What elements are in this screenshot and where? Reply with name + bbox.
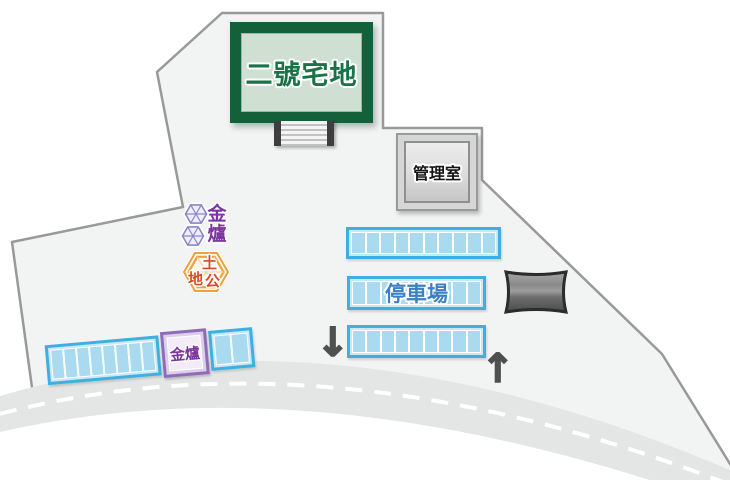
plot-building-label: 二號宅地 (245, 60, 358, 91)
parking-row (346, 227, 501, 259)
parking-stall (409, 330, 424, 353)
parking-row (347, 276, 486, 310)
parking-stall (423, 330, 438, 353)
parking-stall (423, 232, 438, 254)
parking-stall (351, 232, 366, 254)
stairs-rail-right (327, 121, 334, 146)
incinerator-char-1: 金 (207, 203, 227, 225)
parking-stall (437, 330, 453, 353)
incinerator-marker-label: 金 爐 (205, 204, 229, 244)
parking-stall (140, 340, 157, 372)
parking-stall (409, 281, 424, 305)
parking-stall (466, 281, 481, 305)
parking-stall (394, 281, 410, 305)
parking-stall (380, 232, 395, 254)
roadside-parking-left (44, 335, 162, 386)
road-centerline (0, 381, 724, 480)
up-arrow-icon: ↑ (480, 345, 515, 393)
parking-stall (452, 330, 467, 353)
parking-stall (380, 330, 395, 353)
parking-stall (352, 330, 367, 353)
earth-god-char-2: 地 (188, 270, 204, 288)
parking-stall (466, 330, 481, 353)
parking-stall (438, 232, 453, 254)
incinerator-box-label: 金爐 (169, 343, 201, 364)
stairs-rail-left (274, 121, 281, 146)
earth-god-hexagon-icon (182, 251, 230, 293)
parking-stall (409, 232, 424, 254)
parking-stall (423, 281, 438, 305)
earth-god-char-1: 土 (202, 254, 218, 272)
hexagon-icon (180, 224, 206, 248)
parking-stall (365, 232, 380, 254)
stairs-icon (274, 121, 334, 146)
parking-stall (452, 232, 467, 254)
plot-building: 二號宅地 (230, 22, 373, 123)
road (0, 360, 730, 480)
parking-stall (481, 232, 496, 254)
parking-stall (380, 281, 395, 305)
parking-stall (394, 232, 409, 254)
management-office-roof: 管理室 (404, 141, 470, 203)
earth-god-char-3: 公 (205, 272, 221, 290)
parking-stall (366, 330, 381, 353)
down-arrow-icon: ↓ (315, 319, 350, 367)
parking-stall (467, 232, 482, 254)
roadside-parking-right (208, 327, 256, 371)
canopy-icon (503, 270, 569, 314)
hexagon-icon (183, 202, 209, 226)
incinerator-box: 金爐 (159, 328, 210, 379)
stairs-steps (281, 121, 327, 146)
earth-god-label: 土 地 公 (182, 250, 230, 294)
management-office: 管理室 (396, 133, 478, 211)
incinerator-box-inner: 金爐 (166, 334, 204, 372)
parking-row (347, 325, 486, 358)
parking-stall (230, 332, 250, 364)
incinerator-char-2: 爐 (207, 223, 227, 245)
parking-stall (352, 281, 367, 305)
parking-stall (366, 281, 381, 305)
parking-stall (452, 281, 467, 305)
incinerator-hexagons-icon (180, 202, 209, 248)
parking-stall (394, 330, 410, 353)
management-office-label: 管理室 (412, 164, 461, 183)
parking-stall (437, 281, 453, 305)
